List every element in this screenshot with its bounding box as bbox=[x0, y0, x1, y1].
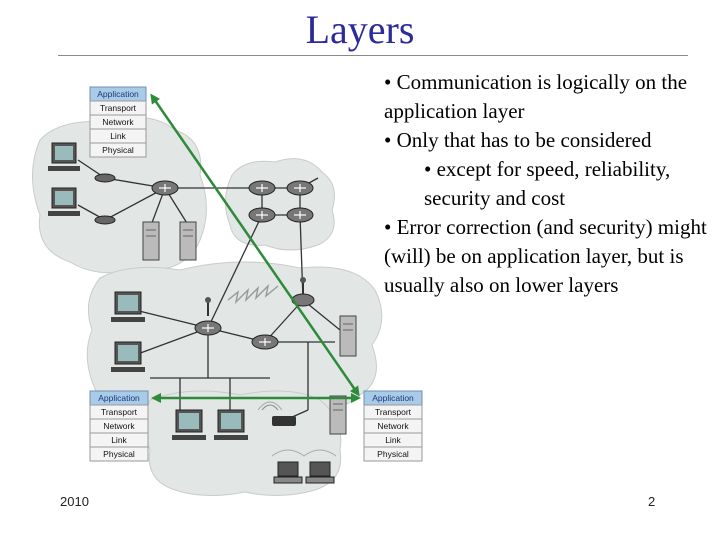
page-number: 2 bbox=[648, 494, 656, 509]
stack-layer-label: Transport bbox=[100, 103, 137, 113]
protocol-stack-bottom-left: Application Transport Network Link Physi… bbox=[89, 390, 149, 462]
stack-layer-label: Application bbox=[98, 393, 140, 403]
logical-link-arrow bbox=[150, 93, 360, 397]
protocol-stack-top-left: Application Transport Network Link Physi… bbox=[89, 86, 147, 158]
stack-layer-label: Physical bbox=[377, 449, 409, 459]
bullet-list: • Communication is logically on the appl… bbox=[384, 68, 714, 300]
stack-layer-label: Link bbox=[111, 435, 127, 445]
bullet-item: • Error correction (and security) might … bbox=[384, 215, 707, 297]
stack-layer-label: Transport bbox=[375, 407, 412, 417]
protocol-stack-bottom-right: Application Transport Network Link Physi… bbox=[363, 390, 423, 462]
laptop-icon bbox=[271, 449, 305, 484]
slide-title: Layers bbox=[305, 7, 415, 52]
laptop-icon bbox=[303, 449, 337, 484]
isp-network-cloud bbox=[225, 158, 335, 251]
stack-layer-label: Network bbox=[103, 421, 135, 431]
desktop-computer-icon bbox=[111, 291, 145, 322]
stack-layer-label: Physical bbox=[103, 449, 135, 459]
server-icon bbox=[179, 221, 197, 261]
stack-layer-label: Transport bbox=[101, 407, 138, 417]
bullet-item: • Communication is logically on the appl… bbox=[384, 70, 688, 123]
desktop-computer-icon bbox=[111, 341, 145, 372]
sub-bullet-item: • except for speed, reliability, securit… bbox=[424, 157, 671, 210]
title-divider bbox=[58, 55, 688, 56]
desktop-computer-icon bbox=[214, 409, 248, 440]
server-icon bbox=[142, 221, 160, 261]
stack-layer-label: Application bbox=[372, 393, 414, 403]
server-icon bbox=[339, 315, 357, 357]
stack-layer-label: Link bbox=[385, 435, 401, 445]
desktop-computer-icon bbox=[48, 187, 80, 216]
desktop-computer-icon bbox=[172, 409, 206, 440]
modem-icon bbox=[94, 173, 116, 183]
footer-date: 2010 bbox=[60, 494, 89, 509]
server-icon bbox=[329, 395, 347, 435]
stack-layer-label: Physical bbox=[102, 145, 134, 155]
stack-layer-label: Network bbox=[102, 117, 134, 127]
stack-layer-label: Link bbox=[110, 131, 126, 141]
stack-layer-label: Network bbox=[377, 421, 409, 431]
desktop-computer-icon bbox=[48, 142, 80, 171]
wireless-access-point-icon bbox=[257, 401, 296, 426]
stack-layer-label: Application bbox=[97, 89, 139, 99]
modem-icon bbox=[94, 215, 116, 225]
bullet-item: • Only that has to be considered bbox=[384, 128, 652, 152]
